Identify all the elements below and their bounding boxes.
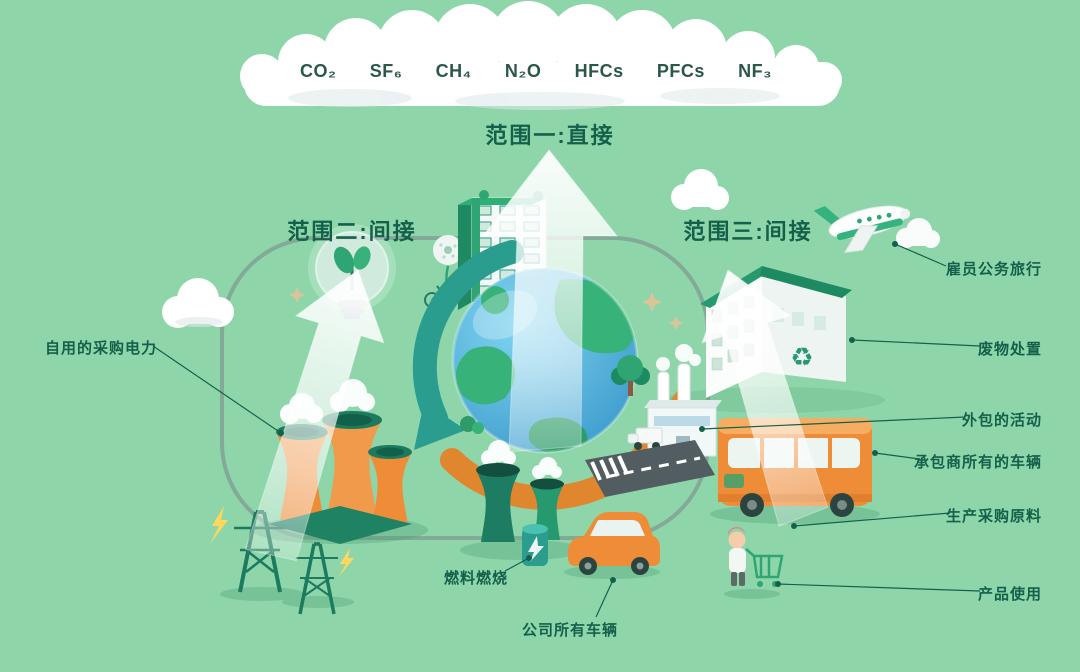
gas-sf6: SF₆	[369, 61, 403, 81]
plane-cloud	[896, 218, 940, 248]
label-company-vehicles: 公司所有车辆	[521, 622, 619, 639]
scope2-title: 范围二:间接	[287, 219, 417, 244]
sparkle-stars	[289, 287, 683, 330]
gas-cloud-shape	[240, 1, 842, 110]
gas-co2: CO₂	[300, 61, 337, 81]
label-waste-disposal: 废物处置	[977, 341, 1042, 358]
gas-pfcs: PFCs	[656, 61, 705, 81]
lightning-icon	[210, 506, 354, 578]
gas-ch4: CH₄	[435, 61, 472, 81]
lightbulb-plant	[308, 224, 396, 319]
bush	[460, 416, 484, 434]
label-employee-travel: 雇员公务旅行	[945, 261, 1042, 278]
scope1-arrow	[481, 149, 619, 453]
scope3-arrow	[701, 269, 829, 527]
label-purchased-electricity: 自用的采购电力	[45, 340, 158, 357]
green-towers	[476, 440, 564, 542]
airplane	[813, 205, 911, 254]
label-contractor-vehicles: 承包商所有的车辆	[913, 454, 1042, 471]
label-product-use: 产品使用	[977, 586, 1042, 603]
leader-lines	[152, 241, 981, 618]
right-cloud	[671, 169, 729, 210]
label-fuel-combustion: 燃料燃烧	[443, 570, 509, 587]
gas-n2o: N₂O	[504, 61, 542, 81]
scope2-arrow	[244, 269, 385, 562]
label-outsourced-activities: 外包的活动	[961, 412, 1042, 429]
recycle-icon: ♻	[790, 342, 813, 372]
tree	[611, 355, 650, 396]
label-production-materials: 生产采购原料	[945, 508, 1042, 525]
shopper-with-cart	[727, 526, 784, 587]
gas-labels: CO₂ SF₆ CH₄ N₂O HFCs PFCs NF₃	[300, 61, 772, 82]
gas-hfcs: HFCs	[574, 61, 624, 81]
company-car	[568, 512, 660, 575]
road	[585, 440, 715, 497]
gas-nf3: NF₃	[738, 61, 772, 81]
scope1-title: 范围一:直接	[485, 123, 615, 148]
scope3-title: 范围三:间接	[683, 219, 813, 244]
left-cloud	[162, 278, 234, 328]
